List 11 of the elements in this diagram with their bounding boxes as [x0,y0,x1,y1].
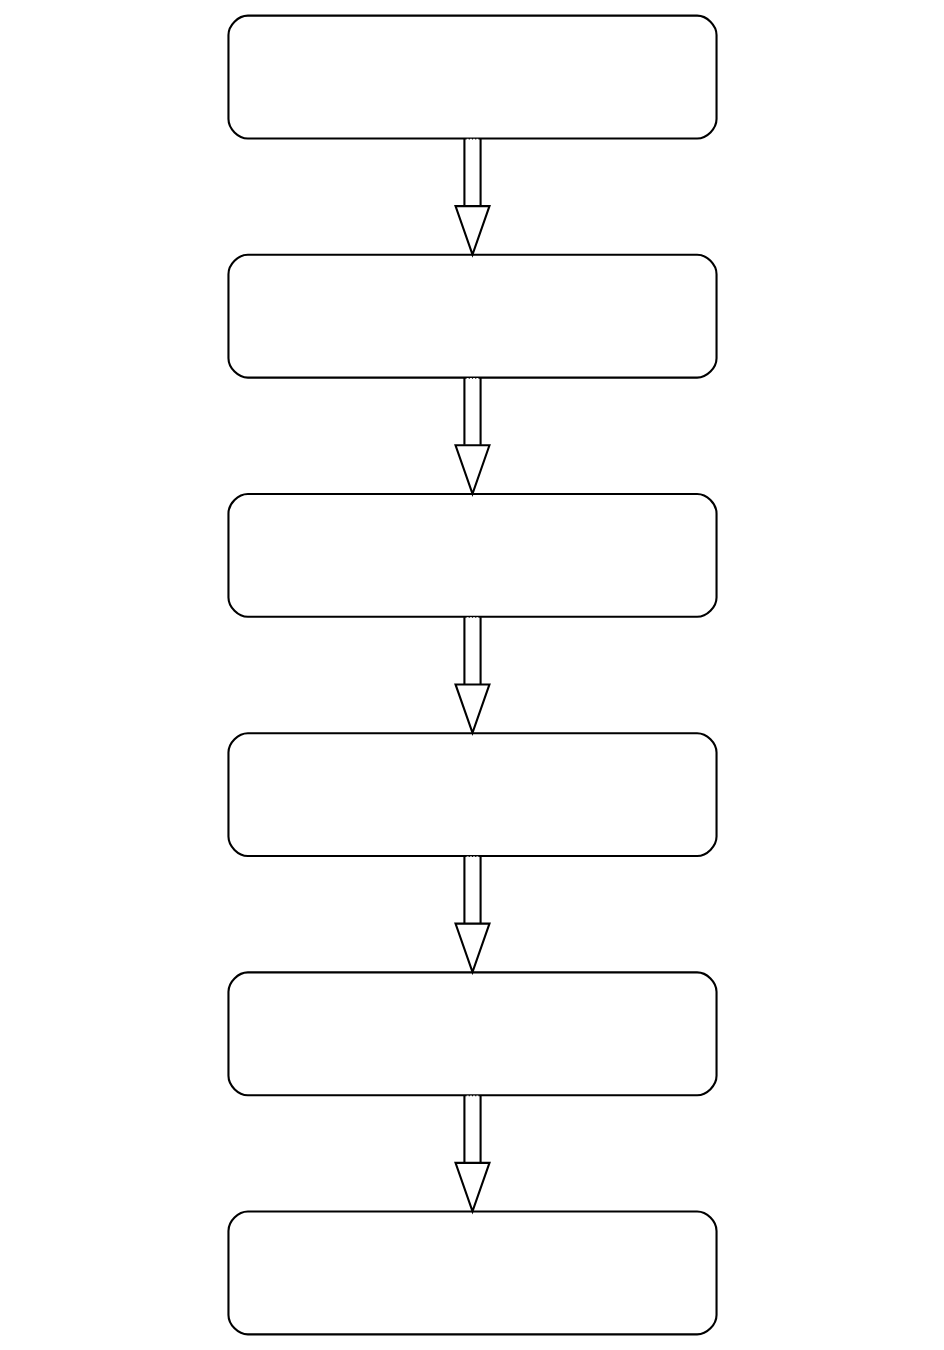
arrow [453,856,491,976]
node-box [226,971,718,1097]
node-box [226,492,718,618]
arrow [453,617,491,737]
arrow [453,378,491,497]
node-box [226,1210,718,1336]
node-box [226,732,718,858]
node-box [226,14,718,140]
arrow [453,138,491,258]
arrow [453,1095,491,1215]
node-box [226,253,718,379]
